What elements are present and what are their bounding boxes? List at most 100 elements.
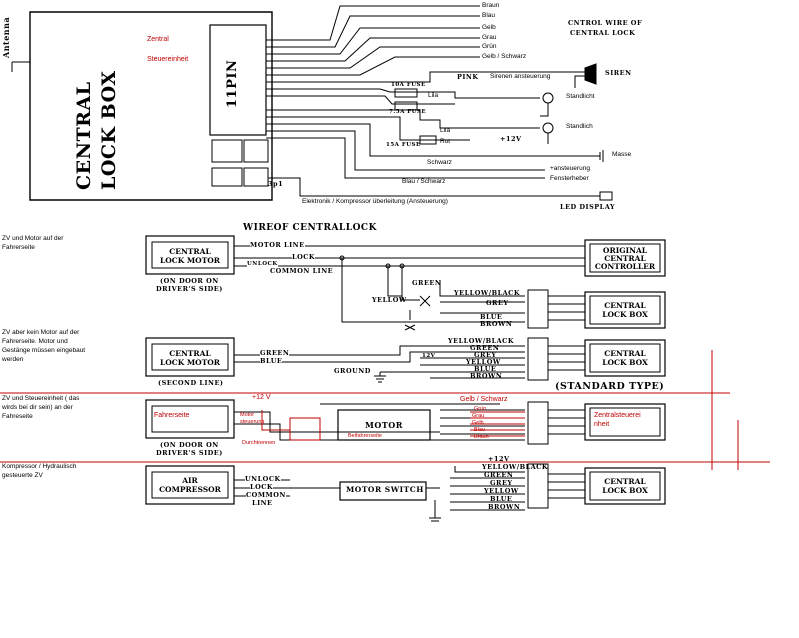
section2-blue-label: BLUE <box>260 357 283 365</box>
lock-motor-1-line1: CENTRAL <box>169 247 211 256</box>
section1-yellow-black-label: YELLOW/BLACK <box>454 289 521 297</box>
lock-motor-2-line1: CENTRAL <box>169 349 211 358</box>
section4-wire-green: GREEN <box>484 471 514 479</box>
antenna-label: Antenna <box>1 16 11 58</box>
motor-line-label: MOTOR LINE <box>250 241 305 249</box>
section3-wire-gruen: Grün <box>474 406 487 412</box>
section3-wire-grau: Grau <box>472 413 485 419</box>
pink-label: PINK <box>457 73 479 81</box>
section4-box-line2: LOCK BOX <box>602 486 648 495</box>
section2-wire-yellow-black: YELLOW/BLACK <box>448 337 515 345</box>
blau-schwarz-label: Blau / Schwarz <box>402 178 446 185</box>
section4-lock: LOCK <box>250 483 274 491</box>
section4-wire-blue: BLUE <box>490 495 513 503</box>
common-line-label: COMMON LINE <box>270 267 334 275</box>
section3-motor-label: MOTOR <box>365 420 403 430</box>
section2-ground-label: GROUND <box>334 367 371 375</box>
section2-box-line1: CENTRAL <box>604 349 646 358</box>
schwarz-label: Schwarz <box>427 159 452 166</box>
section3-wire-gelb: Gelb <box>472 420 484 426</box>
zentralsteuereinheit-line2: nheit <box>594 421 610 428</box>
steuereinheit-note: Steuereinheit <box>147 56 189 63</box>
section4-wire-brown: BROWN <box>488 503 521 511</box>
led-display-label: LED DISPLAY <box>560 203 616 211</box>
section1-box-line1: CENTRAL <box>604 301 646 310</box>
section4-unlock: UNLOCK <box>245 475 281 483</box>
section1-note-line1: ZV und Motor auf der <box>2 235 64 242</box>
section3-caption-line1: (ON DOOR ON <box>160 441 219 449</box>
section2-wire-yellow: YELLOW <box>466 358 501 366</box>
section2-caption: (SECOND LINE) <box>158 379 224 387</box>
section1-box-line2: LOCK BOX <box>602 310 648 319</box>
section1-note-line2: Fahrerseite <box>2 244 35 251</box>
section3-note-line3: Fahreseite <box>2 413 33 420</box>
motor-steuerung-line2: steuerung <box>240 419 265 425</box>
section1-grey-label: GREY <box>486 299 509 307</box>
ansteuerung-label: +ansteuerung <box>550 165 590 172</box>
control-wire-label-2: CENTRAL LOCK <box>570 29 636 37</box>
section2-wire-brown: BROWN <box>470 372 503 380</box>
section2-wire-green: GREEN <box>470 344 500 352</box>
section1-green-label: GREEN <box>412 279 442 287</box>
lock-motor-1-line2: LOCK MOTOR <box>159 256 221 265</box>
air-compressor-box <box>145 465 235 505</box>
section4-box-line1: CENTRAL <box>604 477 646 486</box>
section2-box-line2: LOCK BOX <box>602 358 648 367</box>
section4-line: LINE <box>252 499 273 507</box>
fuse-15a-label: 15A FUSE <box>386 142 421 148</box>
section3-caption-line2: DRIVER'S SIDE) <box>156 449 223 457</box>
original-controller-line2: CENTRAL <box>604 254 646 263</box>
section1-caption-line1: (ON DOOR ON <box>160 277 219 285</box>
motor-steuerung-line1: Motor <box>240 412 255 418</box>
control-wire-label-1: CNTROL WIRE OF <box>568 19 643 27</box>
section4-note-line2: gesteuerte ZV <box>2 472 43 479</box>
section1-brown-label: BROWN <box>480 320 513 328</box>
standlicht-label-2: Standlich <box>566 123 593 130</box>
11pin-connector <box>209 24 267 136</box>
3p1-label: 3p1 <box>268 180 284 188</box>
lila-label-2: Lila <box>440 127 451 134</box>
motor-switch-label: MOTOR SWITCH <box>346 485 424 494</box>
section1-yellow-label: YELLOW <box>372 296 407 304</box>
section4-wire-yellow: YELLOW <box>484 487 519 495</box>
section4-note-line1: Kompressor / Hydraulisch <box>2 463 77 470</box>
section2-note-line3: Gestänge müssen eingebaut <box>2 347 86 354</box>
lila-label-1: Lila <box>428 92 439 99</box>
original-controller-line1: ORIGINAL <box>602 246 648 255</box>
lock-motor-2-line2: LOCK MOTOR <box>159 358 221 367</box>
fensterheber-label: Fensterheber <box>550 175 589 182</box>
section2-green-label: GREEN <box>260 349 290 357</box>
section4-common: COMMON <box>246 491 286 499</box>
standlicht-label-1: Standlicht <box>566 93 595 100</box>
section3-wire-blau: Blau <box>474 427 486 433</box>
zentral-note: Zentral <box>147 36 169 43</box>
unlock-label: UNLOCK <box>247 261 278 268</box>
section2-wire-blue: BLUE <box>474 365 497 373</box>
air-compressor-line1: AIR <box>182 476 198 485</box>
wire-label-gruen: Grün <box>482 43 497 50</box>
section2-note-line1: ZV aber kein Motor auf der <box>2 329 80 336</box>
air-compressor-line2: COMPRESSOR <box>159 485 221 494</box>
section4-wire-grey: GREY <box>490 479 513 487</box>
section2-note-line2: Fahrerseite. Motor und <box>2 338 68 345</box>
section1-blue-label: BLUE <box>480 313 503 321</box>
section4-wire-yellow-black: YELLOW/BLACK <box>482 463 549 471</box>
section2-wire-grey: GREY <box>474 351 497 359</box>
siren-label: SIREN <box>605 69 632 77</box>
sirenen-label: Sirenen ansteuerung <box>490 73 551 80</box>
section1-caption-line2: DRIVER'S SIDE) <box>156 285 223 293</box>
central-lock-box-subtitle: LOCK BOX <box>98 70 120 190</box>
section3-note-line1: ZV und Steuereinheit ( das <box>2 395 80 402</box>
pin-label: 11PIN <box>225 59 240 108</box>
section1-title: WIREOF CENTRALLOCK <box>243 223 377 233</box>
lock-motor-box-2 <box>145 337 235 377</box>
zentralsteuereinheit-line1: Zentralsteuerei <box>594 412 641 419</box>
gelb-schwarz-label: Gelb / Schwarz <box>460 396 508 403</box>
fahrerseite-label: Fahrerseite <box>154 412 190 419</box>
standard-type-label: (STANDARD TYPE) <box>555 381 665 392</box>
wire-label-blau: Blau <box>482 12 496 19</box>
lock-motor-box-1 <box>145 235 235 275</box>
section2-12v-label: 12V <box>422 353 436 359</box>
